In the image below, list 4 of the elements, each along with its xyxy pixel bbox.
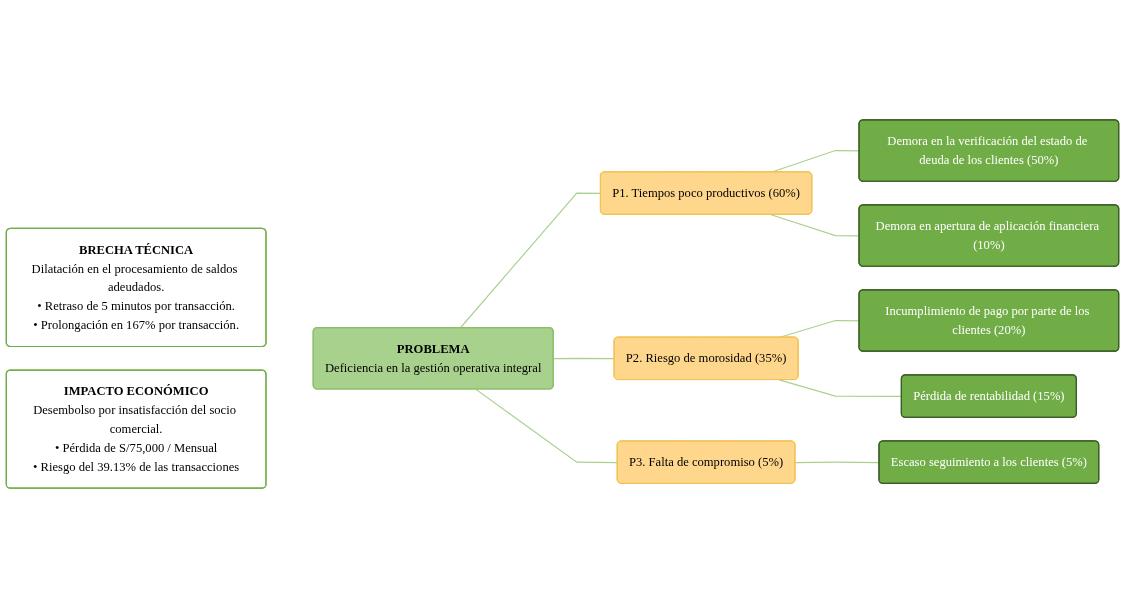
connector [553,357,616,360]
connector [475,388,619,464]
connector [459,192,602,329]
connector [770,214,860,237]
